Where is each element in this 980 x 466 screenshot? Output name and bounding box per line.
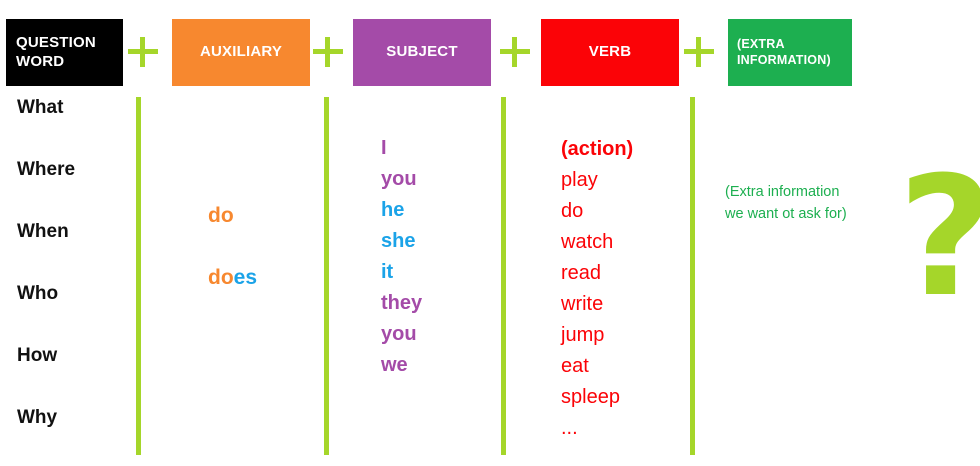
- question-word-item: Why: [17, 407, 58, 428]
- subject-item: you: [381, 168, 417, 190]
- subject-item: he: [381, 199, 405, 221]
- verb-item: read: [561, 262, 602, 284]
- column-divider-3: [501, 97, 506, 455]
- header-box-auxiliary: AUXILIARY: [172, 19, 310, 86]
- auxiliary-item-does: does: [208, 267, 318, 329]
- column-verb: (action) play do watch read write jump e…: [561, 139, 686, 449]
- verb-item: spleep: [561, 386, 620, 408]
- question-word-item: How: [17, 345, 58, 366]
- verb-item: do: [561, 200, 584, 222]
- extra-information-line: (Extra information: [725, 184, 840, 200]
- subject-item: it: [381, 261, 394, 283]
- header-label-verb: VERB: [588, 43, 632, 61]
- auxiliary-suffix: es: [233, 266, 258, 289]
- column-divider-2: [324, 97, 329, 455]
- auxiliary-stem: do: [208, 266, 234, 289]
- column-auxiliary: do does: [208, 205, 318, 329]
- column-divider-1: [136, 97, 141, 455]
- question-word-item: What: [17, 97, 64, 118]
- verb-item: jump: [561, 324, 605, 346]
- question-mark-icon: ?: [898, 155, 980, 320]
- verb-item: play: [561, 169, 598, 191]
- header-box-verb: VERB: [541, 19, 679, 86]
- auxiliary-stem: do: [208, 204, 234, 227]
- subject-item: I: [381, 137, 387, 159]
- verb-item: ...: [561, 417, 578, 439]
- column-extra-information: (Extra information we want ot ask for): [725, 182, 885, 226]
- question-word-item: When: [17, 221, 69, 242]
- column-divider-4: [690, 97, 695, 455]
- header-label-extra-information: (EXTRA INFORMATION): [737, 36, 831, 67]
- subject-item: you: [381, 323, 417, 345]
- extra-information-line: we want ot ask for): [725, 205, 847, 222]
- header-box-subject: SUBJECT: [353, 19, 491, 86]
- question-word-item: Who: [17, 283, 59, 304]
- question-word-item: Where: [17, 159, 76, 180]
- header-box-extra-information: (EXTRA INFORMATION): [728, 19, 852, 86]
- subject-item: we: [381, 354, 408, 376]
- plus-sign-icon-1: [128, 37, 158, 67]
- verb-item: eat: [561, 355, 589, 377]
- header-box-question-word: QUESTION WORD: [6, 19, 123, 86]
- subject-item: they: [381, 292, 423, 314]
- column-question-words: What Where When Who How Why: [17, 98, 132, 466]
- verb-item: (action): [561, 138, 634, 160]
- subject-item: she: [381, 230, 416, 252]
- verb-item: write: [561, 293, 604, 315]
- plus-sign-icon-2: [313, 37, 343, 67]
- auxiliary-item-do: do: [208, 205, 318, 267]
- header-label-auxiliary: AUXILIARY: [199, 43, 283, 61]
- header-label-question-word: QUESTION WORD: [16, 33, 96, 70]
- plus-sign-icon-4: [684, 37, 714, 67]
- verb-item: watch: [561, 231, 614, 253]
- plus-sign-icon-3: [500, 37, 530, 67]
- header-label-subject: SUBJECT: [386, 43, 458, 61]
- column-subject: I you he she it they you we: [381, 138, 496, 386]
